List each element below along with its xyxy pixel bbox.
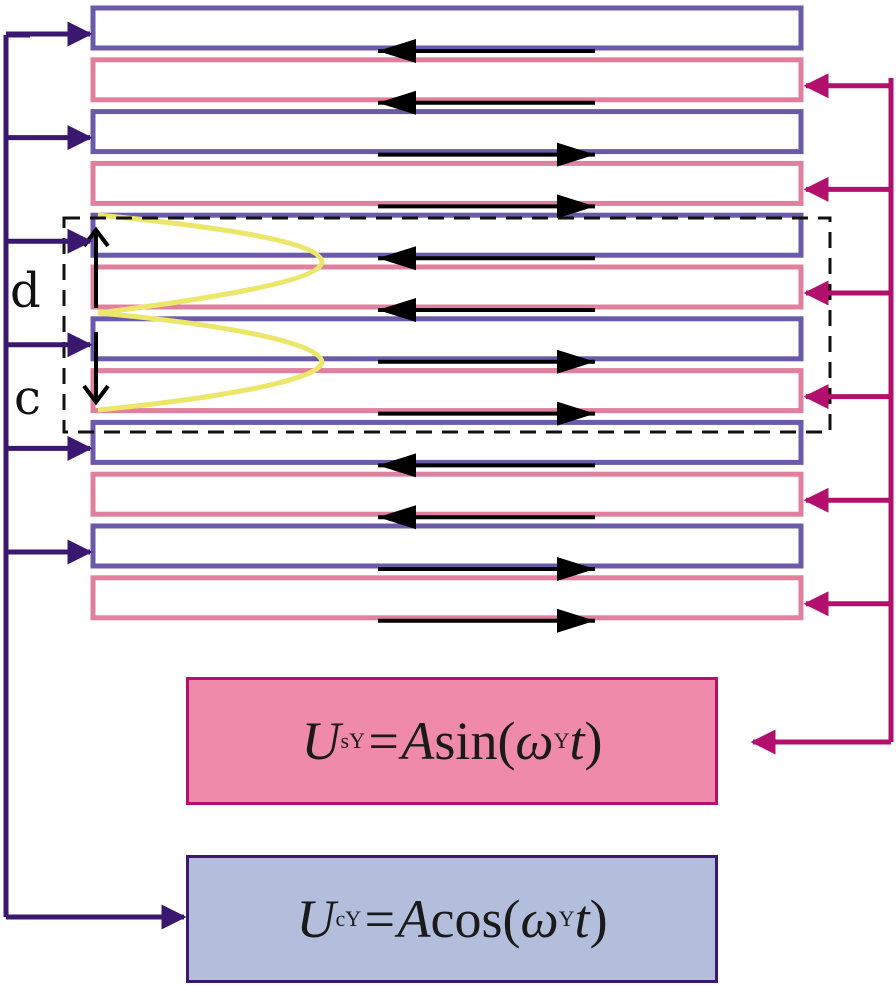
arrow-left <box>378 90 595 115</box>
sin-electrode-bar <box>90 160 804 206</box>
sin-t: t <box>569 711 585 771</box>
direction-arrows <box>378 39 595 633</box>
arrow-right <box>378 557 595 581</box>
cos-sub: cY <box>335 906 362 931</box>
sin-electrode-bar <box>90 471 804 517</box>
arrow-right <box>378 401 595 426</box>
arrow-left <box>378 298 595 322</box>
period-dashed-box <box>62 216 832 434</box>
cos-electrode-bar <box>90 523 804 569</box>
cos-electrode-bar <box>90 212 804 258</box>
cos-close: ) <box>589 889 608 949</box>
arrow-left <box>378 453 595 478</box>
sin-feed-taps <box>803 73 891 617</box>
label-d: d <box>10 263 41 319</box>
sin-electrode-bar <box>90 57 804 103</box>
cos-eq: =A <box>361 889 431 949</box>
cos-feed-taps <box>6 21 93 565</box>
cos-omega: ω <box>520 889 559 949</box>
arrow-right <box>378 142 595 167</box>
sin-omega-sub: Y <box>553 728 570 753</box>
sin-electrode-bar <box>90 575 804 621</box>
arrow-left <box>378 39 595 63</box>
cos-t: t <box>574 889 590 949</box>
sin-omega: ω <box>515 711 554 771</box>
cos-omega-sub: Y <box>558 906 575 931</box>
sin-var: U <box>301 711 341 771</box>
c-dimension-arrow <box>82 332 110 406</box>
sin-close: ) <box>584 711 603 771</box>
field-curve <box>97 212 325 413</box>
sin-electrode-bar <box>90 368 804 414</box>
cos-fn: cos( <box>430 889 521 949</box>
arrow-right <box>378 194 595 219</box>
cos-electrode-bar <box>90 5 804 51</box>
arrow-right <box>378 349 595 374</box>
sin-electrode-bar <box>90 264 804 310</box>
electrode-bars <box>90 5 804 621</box>
cos-electrode-bar <box>90 419 804 465</box>
cos-var: U <box>296 889 336 949</box>
arrow-right <box>378 608 595 633</box>
cos-electrode-bar <box>90 109 804 155</box>
sin-eq: =A <box>364 711 435 771</box>
label-c: c <box>14 370 41 426</box>
sin-sub: sY <box>340 728 365 753</box>
sin-fn: sin( <box>434 711 516 771</box>
arrow-left <box>378 246 595 271</box>
arrow-left <box>378 505 595 530</box>
